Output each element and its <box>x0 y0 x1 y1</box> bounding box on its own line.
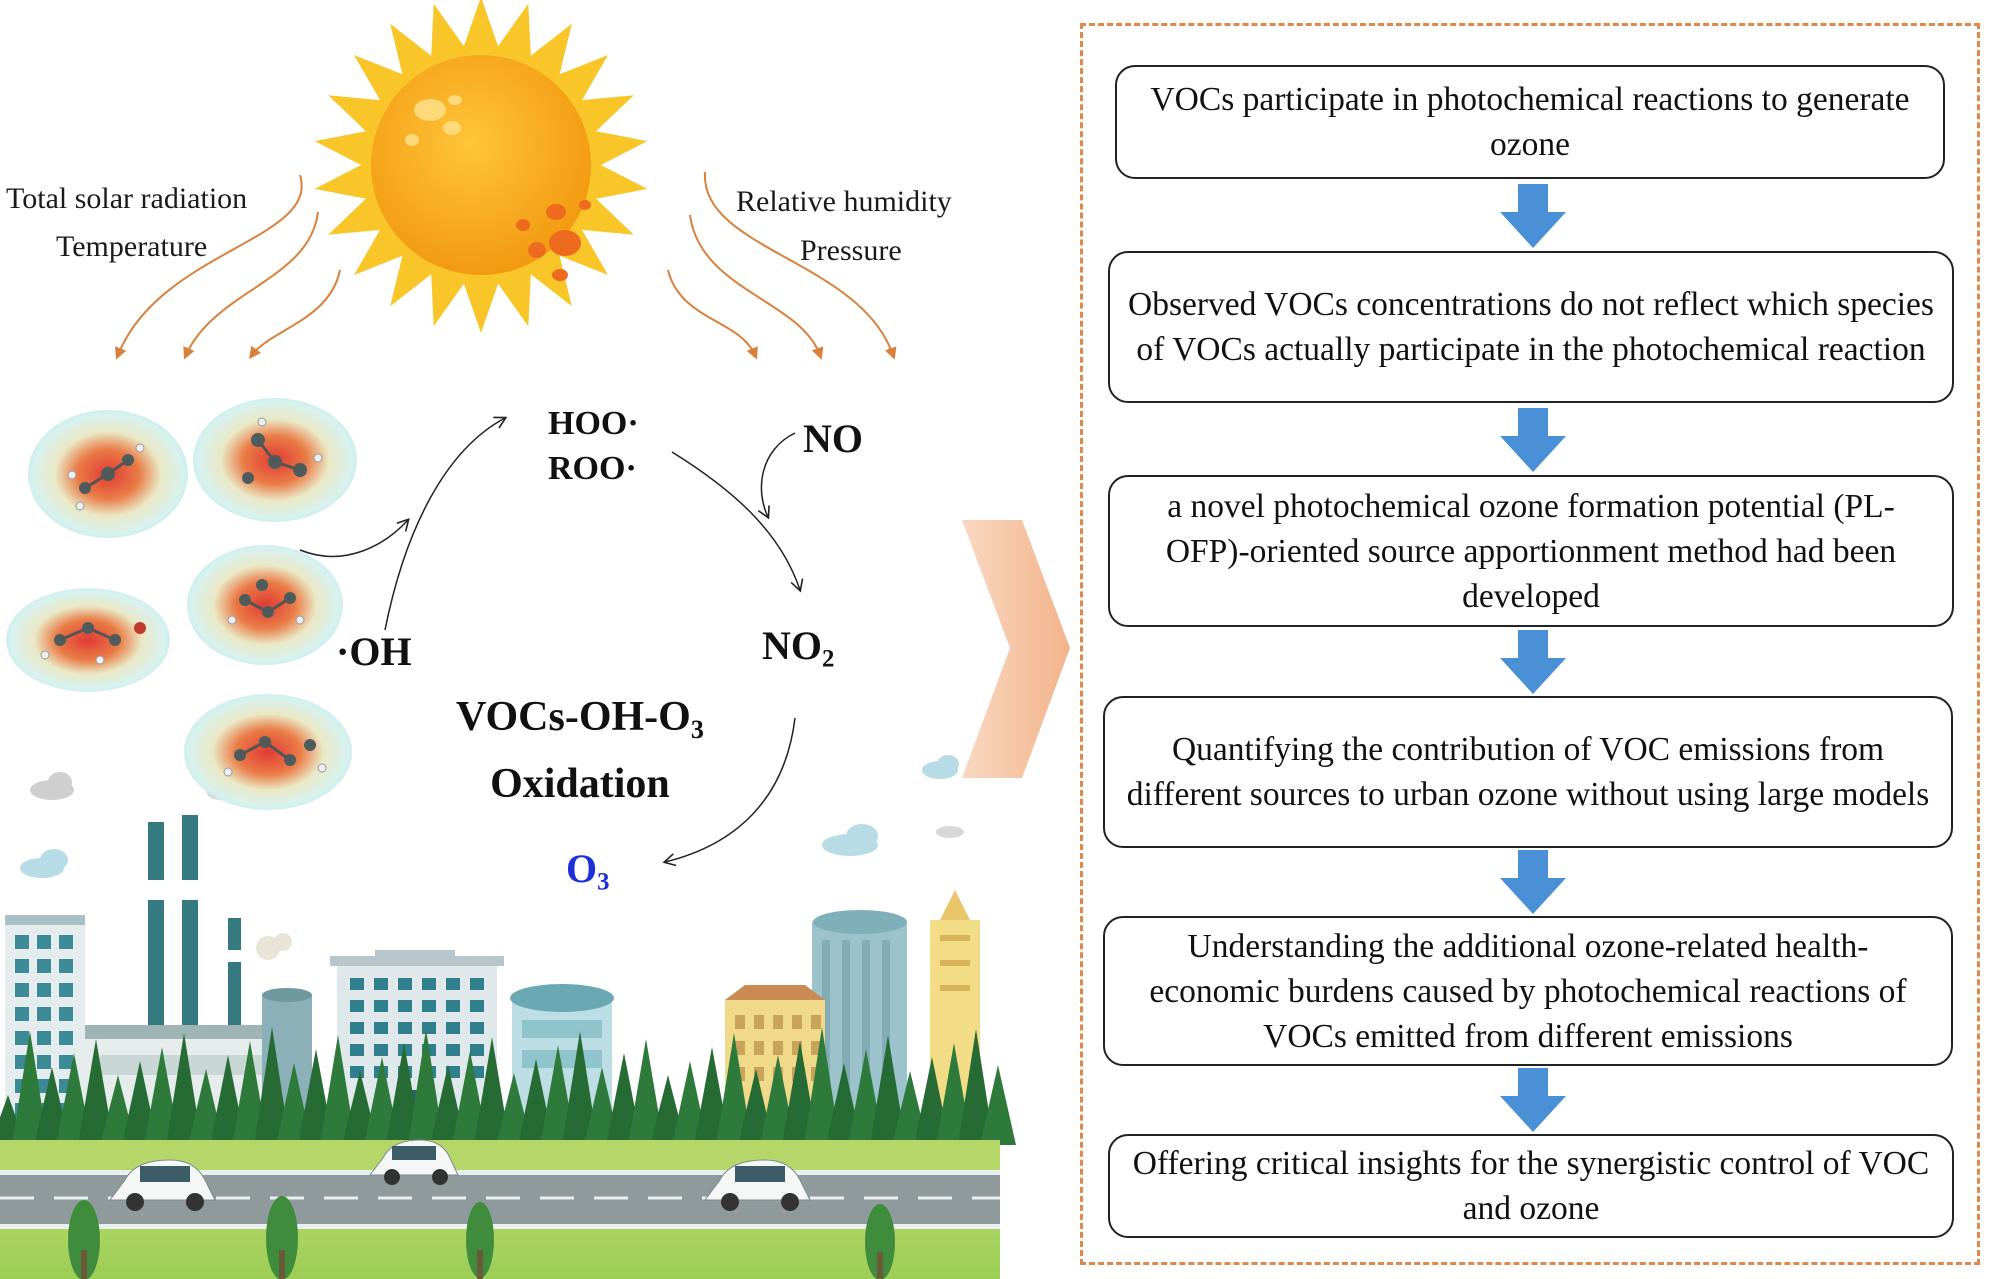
flow-step-6: Offering critical insights for the syner… <box>1108 1134 1954 1238</box>
right-buildings <box>725 890 980 1135</box>
flow-step-2: Observed VOCs concentrations do not refl… <box>1108 251 1954 403</box>
molecule-2 <box>193 398 357 522</box>
sun-icon <box>314 0 648 333</box>
factor-label-pressure: Pressure <box>800 234 902 267</box>
species-no2: NO2 <box>762 623 835 673</box>
foreground-trees <box>68 1196 895 1279</box>
voc-molecules <box>6 398 357 810</box>
flow-step-5: Understanding the additional ozone-relat… <box>1103 916 1953 1066</box>
molecule-4 <box>187 545 343 665</box>
factor-label-temperature: Temperature <box>56 230 208 263</box>
reaction-cycle-arrows <box>299 416 804 867</box>
molecule-5 <box>184 694 352 810</box>
species-roo: ROO· <box>548 450 637 487</box>
car-3 <box>704 1159 811 1211</box>
sky-clouds <box>20 755 964 878</box>
flow-arrow-5-icon <box>1500 1068 1566 1132</box>
species-hoo: HOO· <box>548 405 639 442</box>
molecule-1 <box>28 410 188 538</box>
molecule-3 <box>6 588 170 692</box>
species-no: NO <box>803 416 863 461</box>
flow-arrow-4-icon <box>1500 850 1566 914</box>
car-2 <box>368 1139 459 1185</box>
flow-step-3: a novel photochemical ozone formation po… <box>1108 475 1954 627</box>
factor-label-solar-radiation: Total solar radiation <box>6 182 248 215</box>
flow-arrow-2-icon <box>1500 408 1566 472</box>
car-1 <box>109 1159 216 1211</box>
species-o3: O3 <box>566 846 610 896</box>
flow-step-4: Quantifying the contribution of VOC emis… <box>1103 696 1953 848</box>
species-oh: ·OH <box>336 629 412 674</box>
factor-label-relative-humidity: Relative humidity <box>736 185 952 218</box>
flowchart-panel <box>1080 23 1980 1265</box>
factor-arrows <box>115 171 897 360</box>
transition-chevron-icon <box>962 520 1070 778</box>
flow-arrow-1-icon <box>1500 184 1566 248</box>
flow-arrow-3-icon <box>1500 630 1566 694</box>
cycle-title: VOCs-OH-O3 Oxidation <box>456 694 704 807</box>
flow-step-1: VOCs participate in photochemical reacti… <box>1115 65 1945 179</box>
